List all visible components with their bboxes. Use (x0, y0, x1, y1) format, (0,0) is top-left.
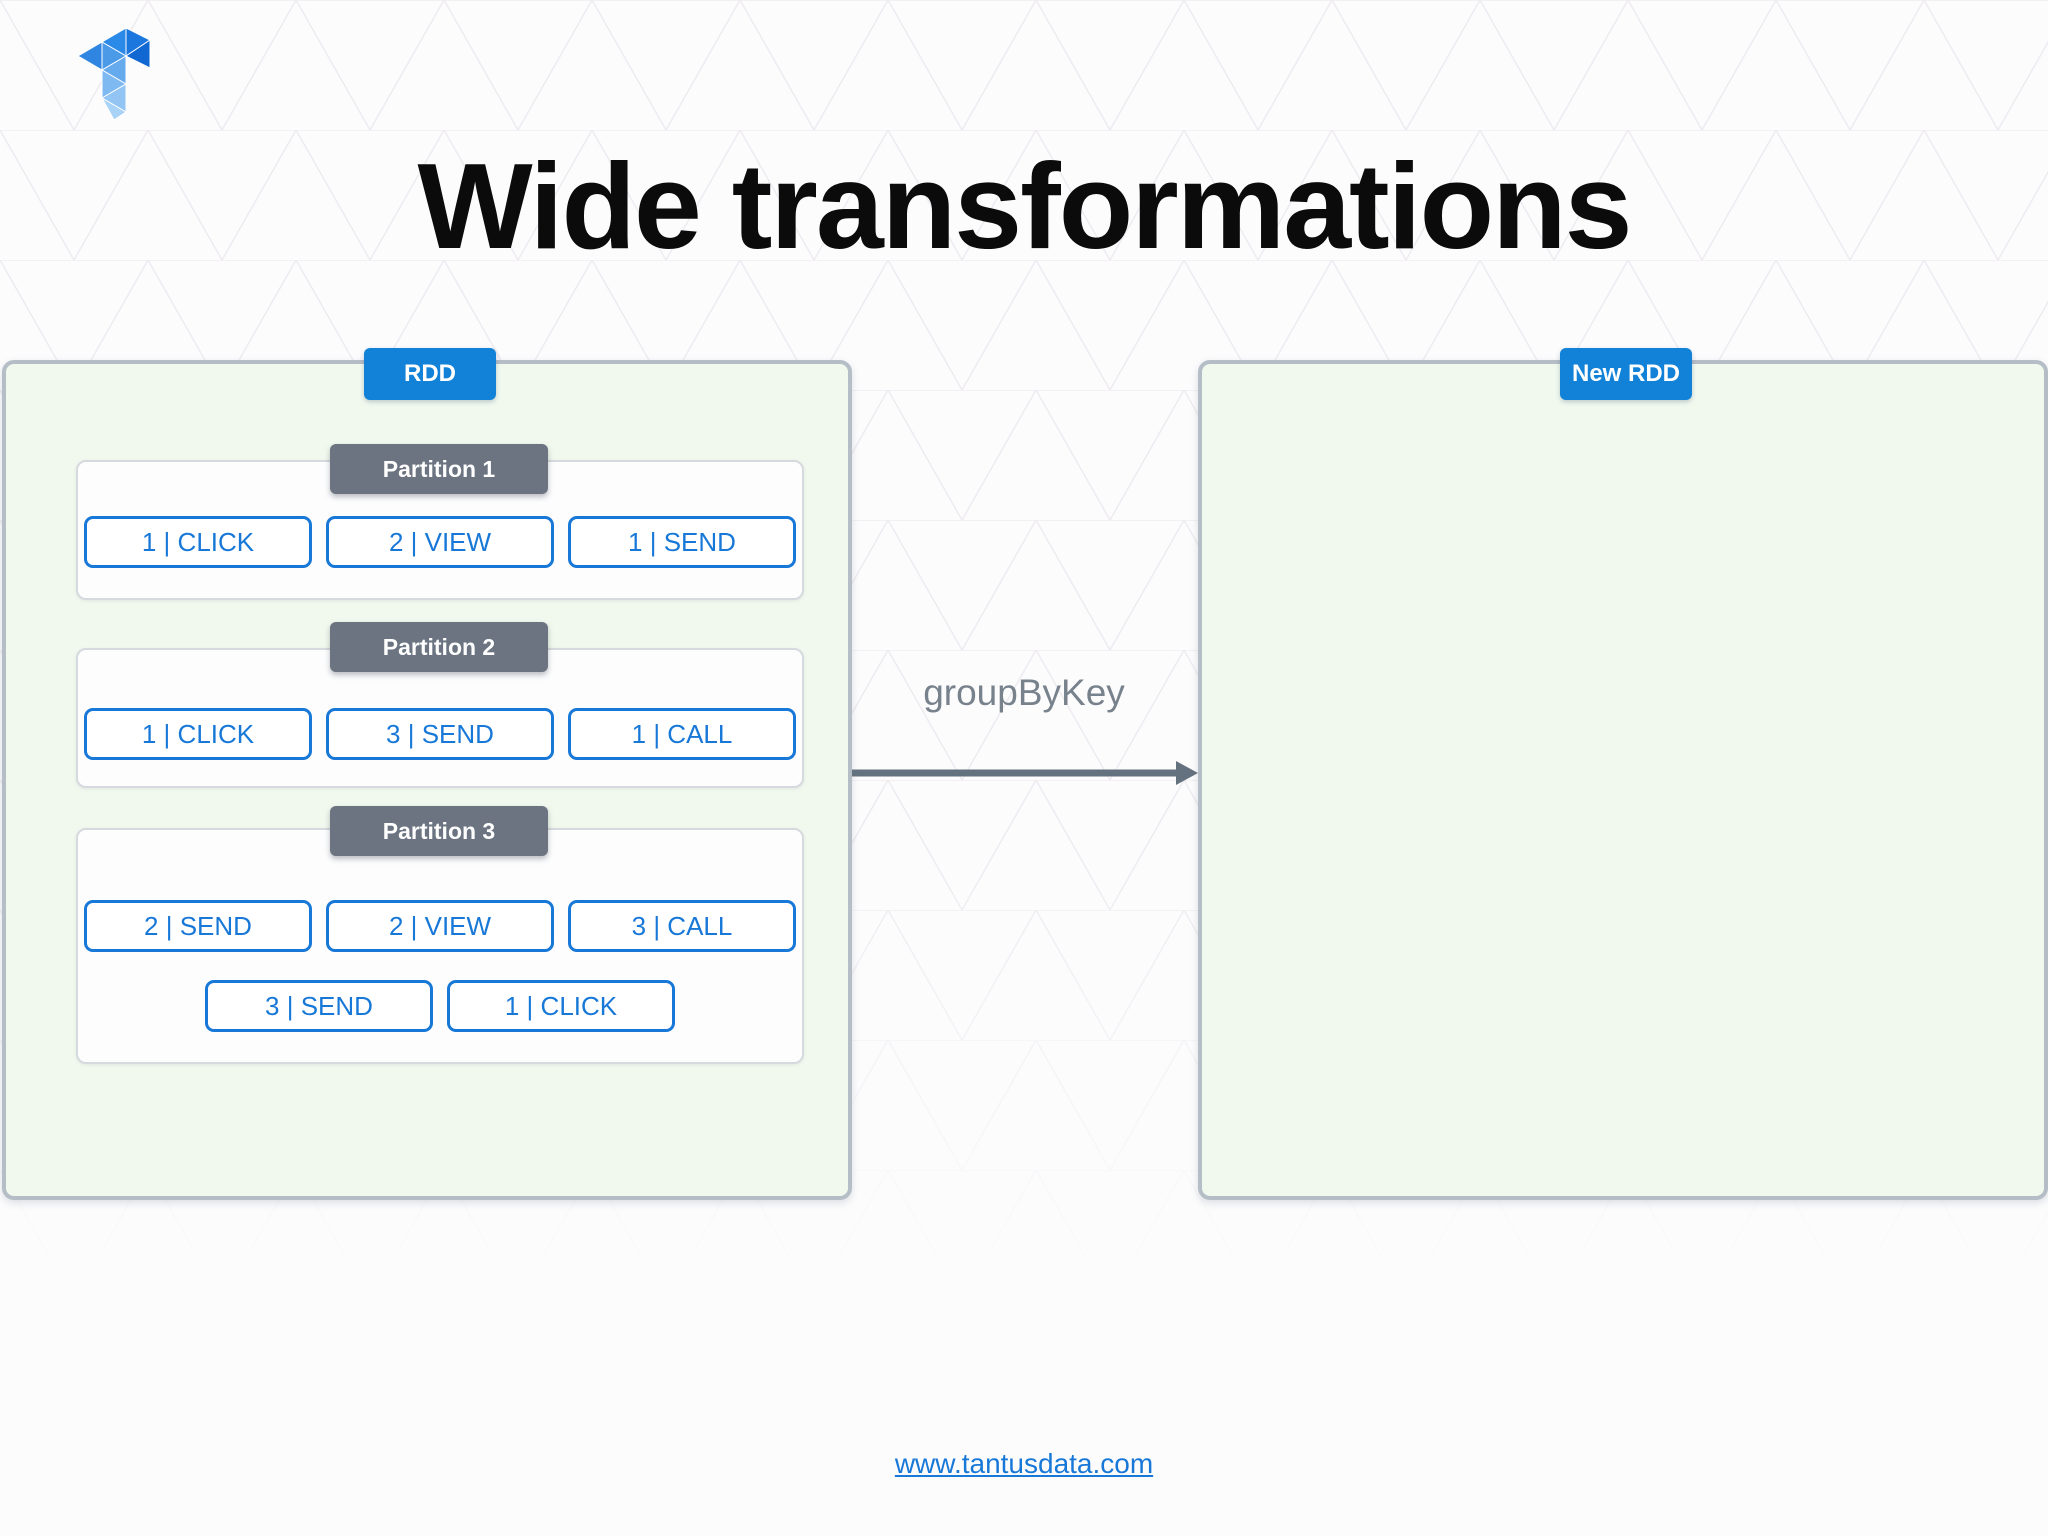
new-rdd-panel (1198, 360, 2048, 1200)
record-chip: 1 | CALL (568, 708, 796, 760)
page-title: Wide transformations (417, 138, 1633, 274)
record-chip: 2 | VIEW (326, 516, 554, 568)
partition-3-records-row-2: 3 | SEND 1 | CLICK (78, 980, 802, 1032)
footer-link[interactable]: www.tantusdata.com (894, 1448, 1154, 1479)
record-chip: 1 | CLICK (84, 708, 312, 760)
record-chip: 3 | CALL (568, 900, 796, 952)
rdd-tag: RDD (364, 348, 496, 400)
partition-3-label: Partition 3 (382, 817, 496, 844)
partition-1-header: Partition 1 (330, 444, 548, 494)
record-chip: 1 | SEND (568, 516, 796, 568)
tantusdata-logo-icon (77, 27, 151, 121)
partition-2-label: Partition 2 (382, 633, 496, 660)
record-chip: 1 | CLICK (84, 516, 312, 568)
partition-3-box: 2 | SEND 2 | VIEW 3 | CALL 3 | SEND 1 | … (76, 828, 804, 1064)
transformation-arrow (852, 761, 1198, 785)
footer: www.tantusdata.com (0, 1448, 2048, 1480)
record-chip: 2 | VIEW (326, 900, 554, 952)
partition-3-header: Partition 3 (330, 806, 548, 856)
transformation-label: groupByKey (923, 672, 1125, 713)
partition-3-records-row-1: 2 | SEND 2 | VIEW 3 | CALL (78, 900, 802, 952)
record-chip: 2 | SEND (84, 900, 312, 952)
partition-1-records: 1 | CLICK 2 | VIEW 1 | SEND (78, 516, 802, 568)
record-chip: 3 | SEND (205, 980, 433, 1032)
record-chip: 1 | CLICK (447, 980, 675, 1032)
partition-2-records: 1 | CLICK 3 | SEND 1 | CALL (78, 708, 802, 760)
source-rdd-panel: Partition 1 1 | CLICK 2 | VIEW 1 | SEND … (2, 360, 852, 1200)
new-rdd-tag: New RDD (1560, 348, 1692, 400)
partition-1-label: Partition 1 (382, 455, 496, 482)
record-chip: 3 | SEND (326, 708, 554, 760)
partition-2-header: Partition 2 (330, 622, 548, 672)
